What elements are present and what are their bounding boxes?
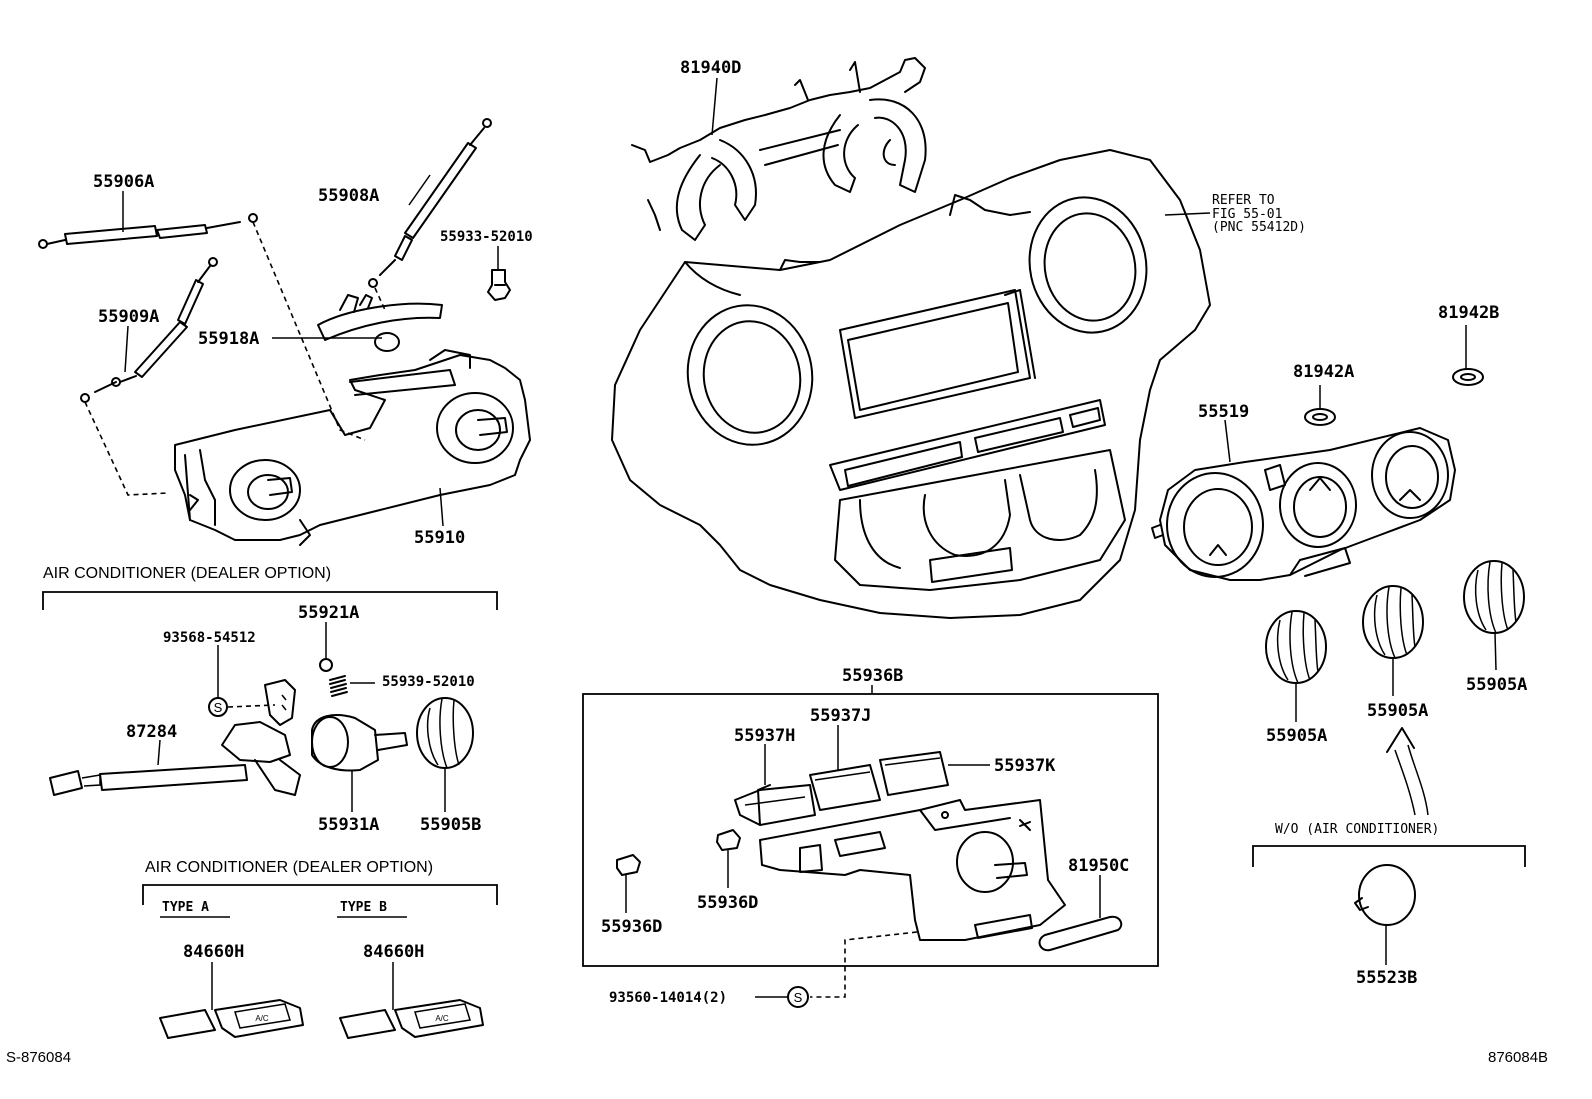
bracket-ac-dealer-1 — [42, 591, 498, 610]
label-55905b: 55905B — [420, 815, 482, 835]
section-ac-dealer-option-1: AIR CONDITIONER (DEALER OPTION) — [43, 565, 332, 582]
box-55936b — [582, 693, 1159, 967]
footer-left-code: S-876084 — [6, 1049, 72, 1066]
footer-right-code: 876084B — [1488, 1049, 1549, 1066]
heater-control-55519 — [1151, 427, 1456, 581]
ac-text-a: A/C — [255, 1014, 269, 1023]
ac-text-b: A/C — [435, 1014, 449, 1023]
label-55905a-3: 55905A — [1466, 675, 1528, 695]
knob-55905a-3 — [1463, 560, 1525, 634]
knob-55905b — [416, 697, 474, 769]
bulb-55936d-left — [616, 854, 641, 876]
label-55936b: 55936B — [842, 666, 904, 686]
leader-87284 — [157, 739, 161, 766]
label-type-b: TYPE B — [340, 900, 387, 915]
knob-55905a-2 — [1362, 585, 1424, 659]
bracket-wo-ac — [1252, 845, 1526, 867]
buttons-55937 — [734, 751, 949, 826]
dashed-link-4 — [227, 704, 276, 708]
screw-93560: S — [787, 986, 809, 1008]
label-55937h: 55937H — [734, 726, 796, 746]
leaders-top-left — [122, 77, 1211, 527]
label-55937k: 55937K — [994, 756, 1056, 776]
cap-55523b — [1354, 864, 1416, 926]
section-wo-ac: W/O (AIR CONDITIONER) — [1275, 822, 1440, 837]
label-55910: 55910 — [414, 528, 466, 548]
switch-84660h-a: A/C — [159, 999, 304, 1039]
label-55909a: 55909A — [98, 307, 160, 327]
label-87284: 87284 — [126, 722, 178, 742]
label-55918a: 55918A — [198, 329, 260, 349]
label-55906a: 55906A — [93, 172, 155, 192]
label-81940d: 81940D — [680, 58, 742, 78]
clip-55933 — [487, 269, 511, 301]
section-ac-dealer-option-2: AIR CONDITIONER (DEALER OPTION) — [145, 859, 434, 876]
lever-55918a — [317, 294, 443, 352]
harness-87284 — [49, 679, 301, 796]
label-55936d-mid: 55936D — [697, 893, 759, 913]
refer-line-1: REFER TO — [1212, 193, 1275, 208]
label-84660h-b: 84660H — [363, 942, 425, 962]
label-55921a: 55921A — [298, 603, 360, 623]
cable-55908a — [368, 118, 492, 288]
knob-55905a-1 — [1265, 610, 1327, 684]
label-55937j: 55937J — [810, 706, 872, 726]
label-55519: 55519 — [1198, 402, 1250, 422]
leader-55519 — [1224, 419, 1231, 463]
leader-55905a-3 — [1494, 632, 1497, 671]
label-81942a: 81942A — [1293, 362, 1355, 382]
bracket-assembly — [759, 799, 1066, 941]
switch-55931a — [311, 714, 408, 772]
label-55905a-2: 55905A — [1367, 701, 1429, 721]
label-55908a: 55908A — [318, 186, 380, 206]
label-93560-14014: 93560-14014(2) — [609, 990, 728, 1006]
label-55939-52010: 55939-52010 — [382, 674, 475, 690]
lens-81950c — [1038, 915, 1123, 952]
dashed-link-3 — [84, 401, 169, 496]
screw-93568: S — [208, 697, 228, 717]
nut-81942b — [1452, 368, 1484, 386]
control-assembly-55910 — [174, 349, 531, 546]
label-55933-52010: 55933-52010 — [440, 229, 533, 245]
label-type-a: TYPE A — [162, 900, 209, 915]
label-55905a-1: 55905A — [1266, 726, 1328, 746]
label-55523b: 55523B — [1356, 968, 1418, 988]
bulb-55936d-mid — [716, 829, 741, 851]
refer-line-2: FIG 55-01 — [1212, 206, 1283, 222]
refer-line-3: (PNC 55412D) — [1212, 220, 1306, 236]
spring-55939 — [329, 675, 375, 697]
nut-81942a — [1304, 408, 1336, 426]
label-93568-54512: 93568-54512 — [163, 630, 256, 646]
refer-note: REFER TO FIG 55-01 (PNC 55412D) — [1212, 194, 1306, 235]
ball-55921a — [319, 658, 333, 672]
dashed-link-1 — [252, 221, 366, 441]
bracket-ac-dealer-2 — [142, 884, 498, 905]
screw-93560-symbol: S — [794, 990, 803, 1005]
label-81942b: 81942B — [1438, 303, 1500, 323]
label-84660h-a: 84660H — [183, 942, 245, 962]
label-55936d-left: 55936D — [601, 917, 663, 937]
arrow-to-55905a — [1386, 727, 1429, 816]
cable-55909a — [80, 257, 218, 403]
switch-84660h-b: A/C — [339, 999, 484, 1039]
center-cluster-panel — [611, 149, 1211, 619]
screw-93568-symbol: S — [214, 700, 223, 715]
bracket-81940d — [631, 57, 927, 241]
label-55931a: 55931A — [318, 815, 380, 835]
label-81950c: 81950C — [1068, 856, 1130, 876]
dashed-link-5 — [810, 931, 918, 998]
cable-55906a — [38, 213, 258, 249]
